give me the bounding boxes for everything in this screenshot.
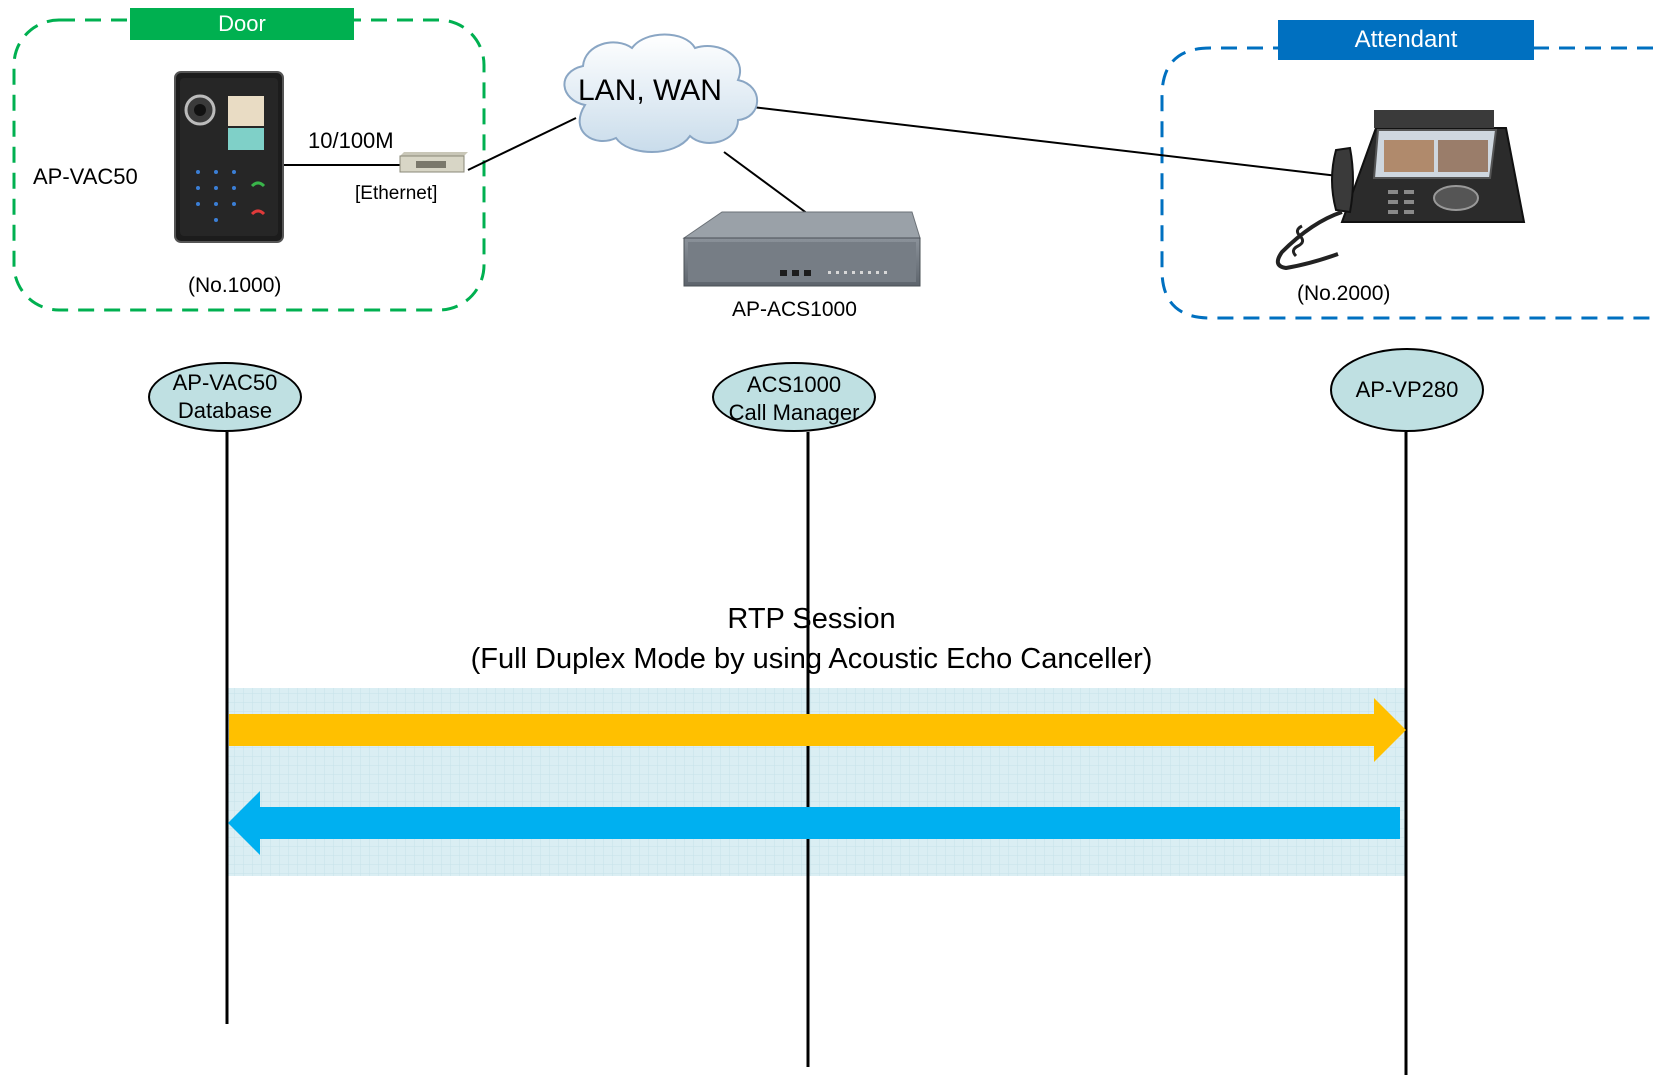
ethernet-label: [Ethernet] [355, 183, 438, 204]
ethernet-switch-icon [399, 152, 468, 173]
rtp-forward-arrow [229, 698, 1406, 762]
session-title: RTP Session [727, 603, 896, 635]
intercom-panel-icon [174, 71, 284, 243]
lifeline-head-database-line1: AP-VAC50 [172, 370, 278, 395]
switch-to-cloud-link [467, 117, 577, 171]
door-device-label: AP-VAC50 [33, 164, 138, 189]
attendant-group-banner: Attendant [1278, 20, 1534, 60]
door-group-banner: Door [130, 8, 354, 40]
lifeline-head-vp280-line1: AP-VP280 [1355, 377, 1459, 402]
server-label: AP-ACS1000 [732, 298, 857, 321]
lifeline-head-call-manager-line2: Call Manager [728, 400, 860, 425]
lifeline-head-call-manager-line1: ACS1000 [746, 372, 842, 397]
attendant-group-boundary [1160, 46, 1653, 320]
lifeline-head-database: AP-VAC50 Database [148, 362, 302, 432]
cloud-to-server-link [723, 151, 809, 215]
session-subtitle: (Full Duplex Mode by using Acoustic Echo… [470, 643, 1153, 675]
attendant-number-label: (No.2000) [1297, 282, 1391, 305]
cloud-label: LAN, WAN [578, 74, 722, 107]
cloud-to-phone-link [751, 106, 1339, 177]
lifeline-head-database-line2: Database [177, 398, 273, 423]
lifeline-head-vp280: AP-VP280 [1330, 348, 1484, 432]
speed-label: 10/100M [308, 128, 394, 153]
rtp-backward-arrow [228, 791, 1400, 855]
server-box-icon [682, 211, 921, 287]
lifeline-head-call-manager: ACS1000 Call Manager [712, 362, 876, 432]
door-number-label: (No.1000) [188, 274, 282, 297]
cloud-icon [563, 33, 759, 153]
video-phone-icon [1275, 110, 1526, 271]
